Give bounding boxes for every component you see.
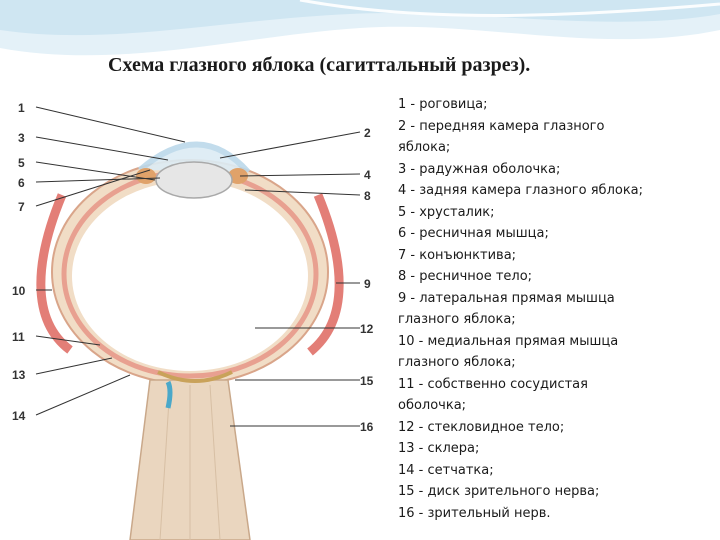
legend-line: 8 - ресничное тело; [398,266,716,288]
legend-list: 1 - роговица; 2 - передняя камера глазно… [398,94,716,524]
legend-line: 4 - задняя камера глазного яблока; [398,180,716,202]
label-9: 9 [364,277,371,291]
label-15: 15 [360,374,374,388]
lens [156,162,232,198]
label-6: 6 [18,176,25,190]
legend-line: оболочка; [398,395,716,417]
legend-line: 1 - роговица; [398,94,716,116]
legend-line: глазного яблока; [398,309,716,331]
legend-line: 16 - зрительный нерв. [398,503,716,525]
legend-line: 7 - конъюнктива; [398,245,716,267]
legend-line: 13 - склера; [398,438,716,460]
legend-line: 9 - латеральная прямая мышца [398,288,716,310]
label-7: 7 [18,200,25,214]
label-4: 4 [364,168,371,182]
legend-line: 2 - передняя камера глазного [398,116,716,138]
legend-line: глазного яблока; [398,352,716,374]
legend-line: 11 - собственно сосудистая [398,374,716,396]
label-2: 2 [364,126,371,140]
label-14: 14 [12,409,26,423]
label-5: 5 [18,156,25,170]
legend-line: 12 - стекловидное тело; [398,417,716,439]
slide-title: Схема глазного яблока (сагиттальный разр… [108,54,708,77]
optic-disc [168,382,170,408]
label-13: 13 [12,368,26,382]
label-8: 8 [364,189,371,203]
label-1: 1 [18,101,25,115]
label-16: 16 [360,420,374,434]
ciliary-body-left [136,168,156,184]
legend-line: 14 - сетчатка; [398,460,716,482]
legend-line: яблока; [398,137,716,159]
eyeball-diagram: 1 2 3 4 5 8 6 7 9 10 11 12 13 15 14 16 [0,90,390,540]
legend-line: 3 - радужная оболочка; [398,159,716,181]
label-11: 11 [12,330,25,344]
vitreous-body [72,181,308,371]
label-10: 10 [12,284,26,298]
legend-line: 15 - диск зрительного нерва; [398,481,716,503]
label-12: 12 [360,322,374,336]
legend-line: 6 - ресничная мышца; [398,223,716,245]
label-3: 3 [18,131,25,145]
legend-line: 10 - медиальная прямая мышца [398,331,716,353]
legend-line: 5 - хрусталик; [398,202,716,224]
